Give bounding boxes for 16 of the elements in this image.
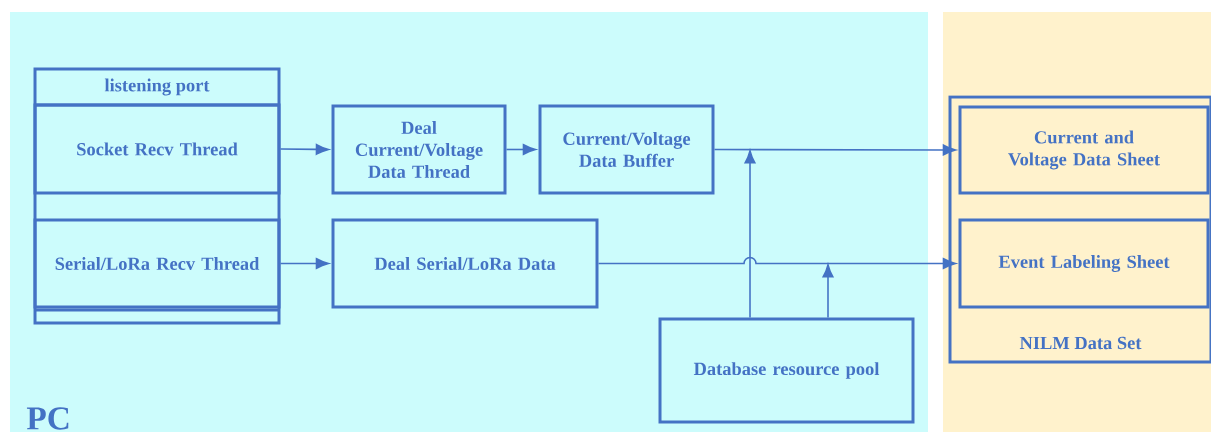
arrow (744, 150, 756, 319)
process-box: Current/Voltage Data Buffer (538, 104, 715, 195)
arrow (505, 143, 537, 156)
arrow (597, 256, 957, 270)
region-panel (943, 12, 1211, 432)
process-box: Database resource pool (658, 317, 915, 424)
process-box: Socket Recv Thread (33, 103, 281, 195)
arrow (279, 143, 330, 155)
arrow (713, 144, 957, 156)
arrow (822, 264, 834, 319)
process-box: Serial/LoRa Recv Thread (33, 218, 281, 309)
process-box: Deal Current/Voltage Data Thread (331, 104, 507, 195)
process-box: Deal Serial/LoRa Data (331, 218, 599, 309)
arrow (279, 257, 330, 270)
process-box: Event Labeling Sheet (958, 218, 1210, 309)
process-box: Current and Voltage Data Sheet (958, 105, 1210, 195)
